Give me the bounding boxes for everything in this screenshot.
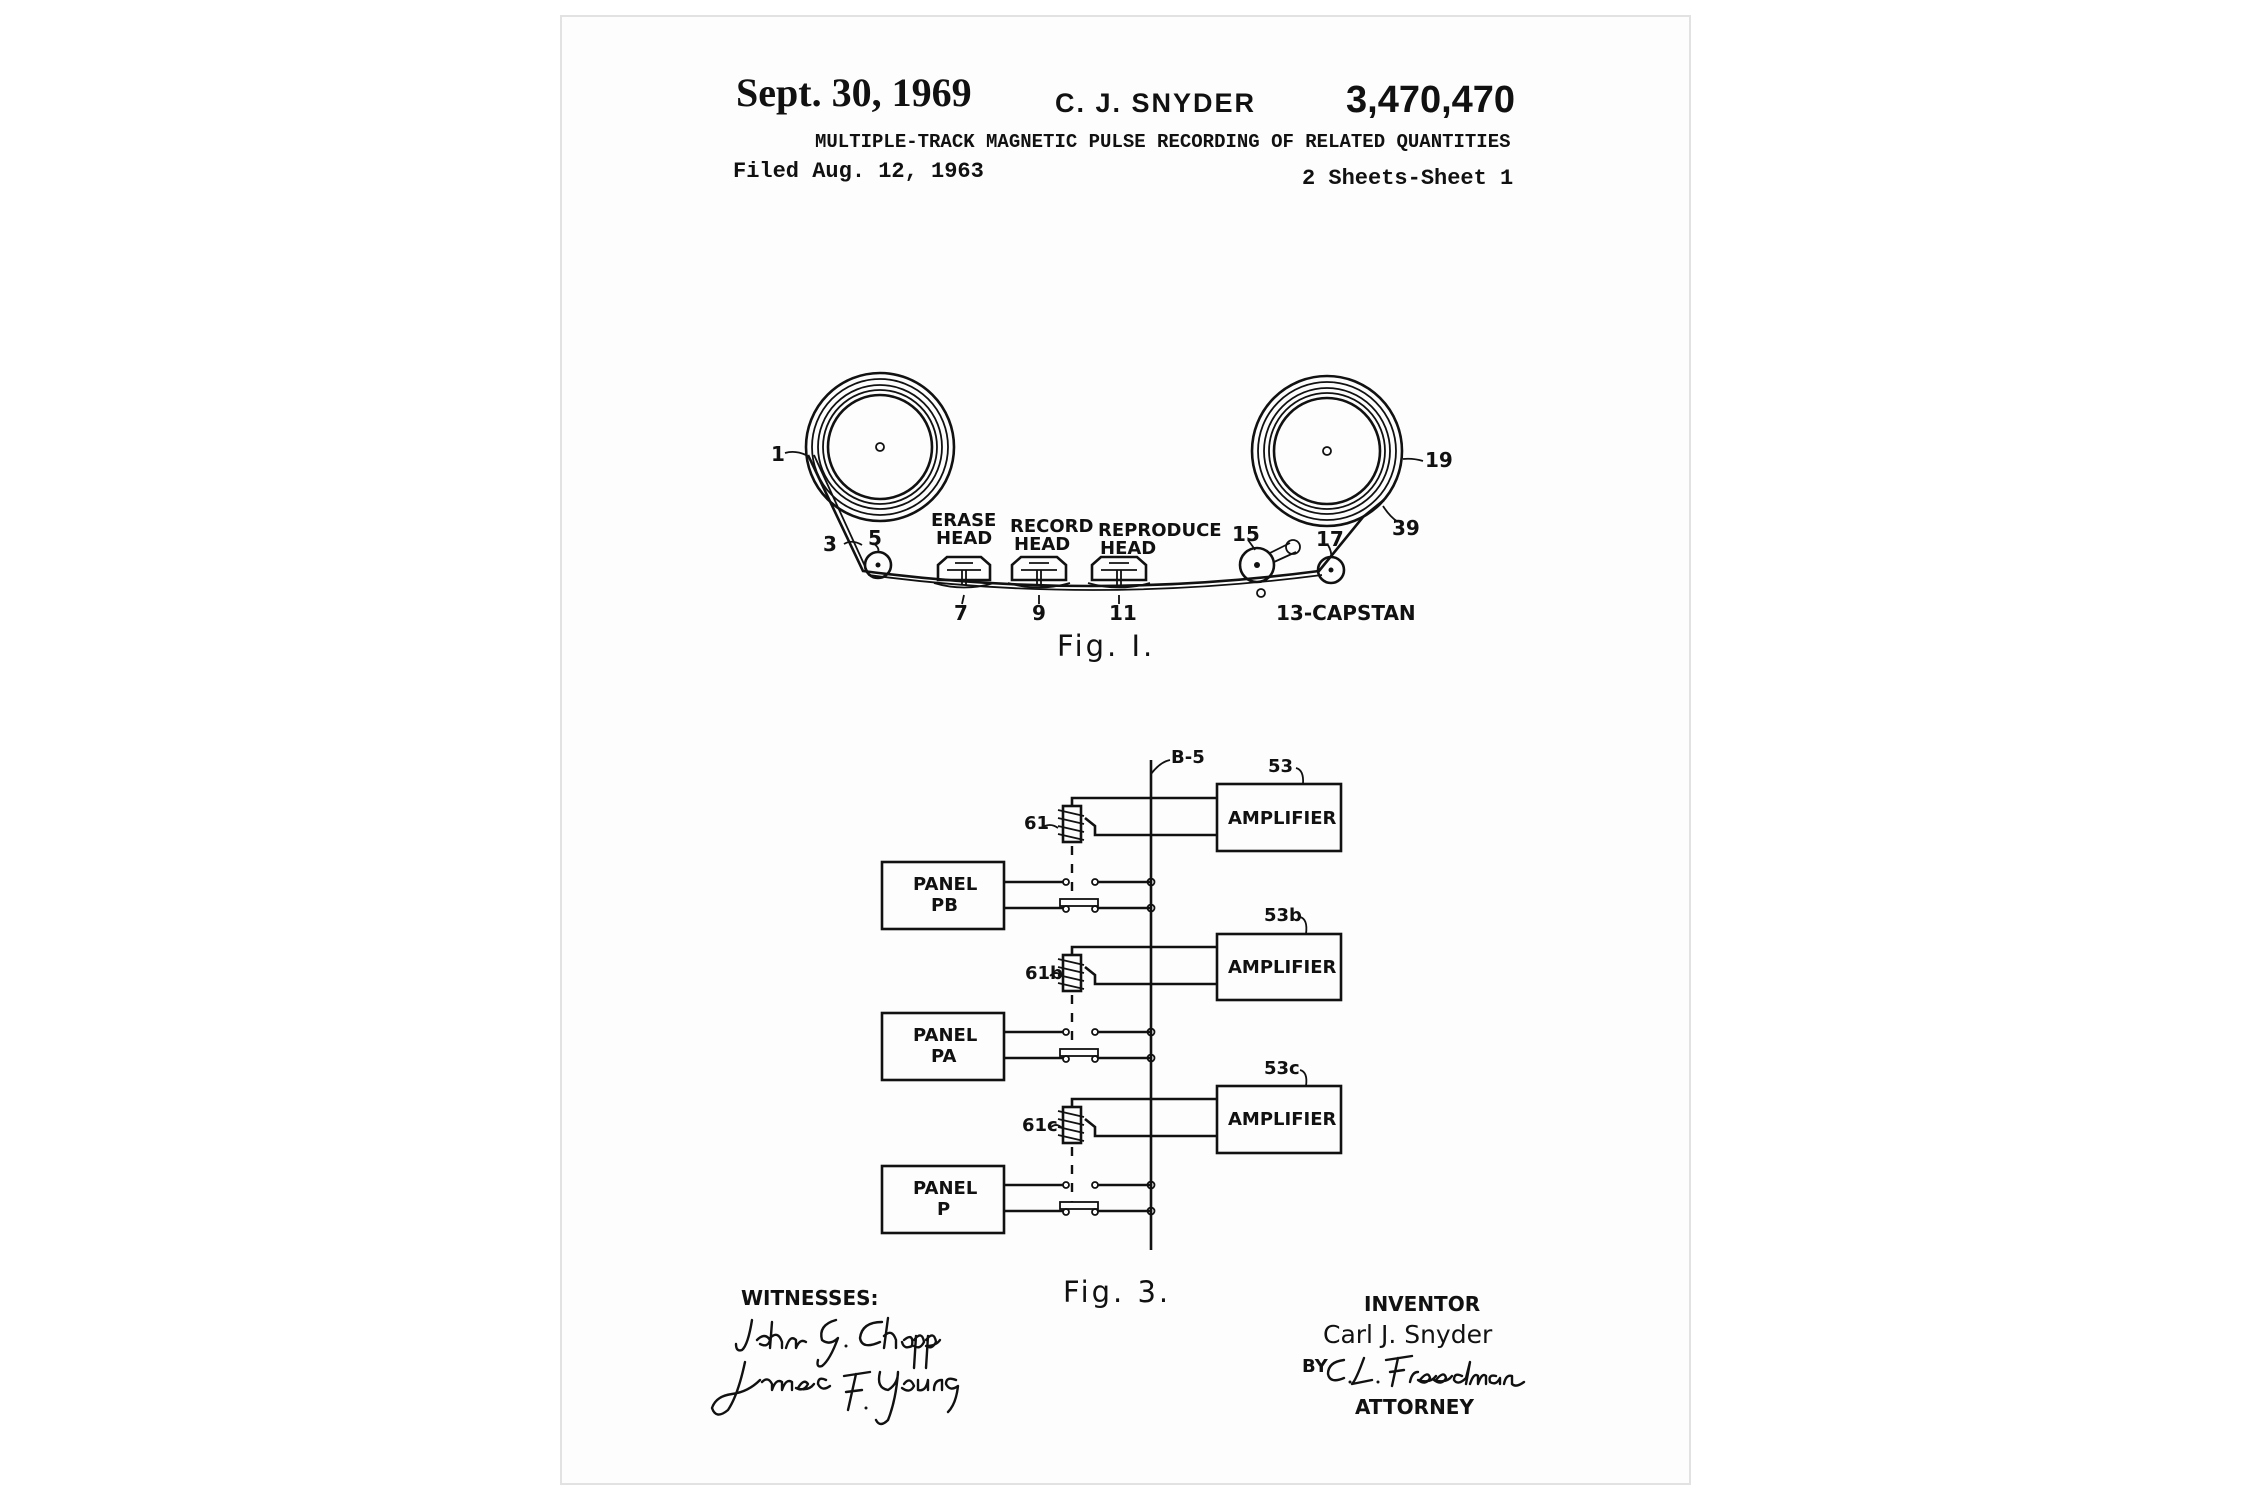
ref-7-label: 7	[954, 601, 968, 625]
relay-61c-ref: 61c	[1022, 1115, 1058, 1136]
reproduce-head	[1087, 555, 1151, 589]
capstan-label: 13-CAPSTAN	[1276, 601, 1416, 625]
panel-pa	[880, 1011, 1006, 1082]
erase-head-label-line2: HEAD	[936, 528, 992, 549]
relay-61-ref: 61	[1024, 813, 1049, 834]
patent-number: 3,470,470	[1346, 79, 1515, 121]
panel-pa-label-line1: PANEL	[913, 1025, 977, 1046]
amplifier-53c-label: AMPLIFIER	[1228, 1109, 1336, 1130]
amplifier-53c	[1215, 1084, 1343, 1155]
ref-17-label: 17	[1316, 527, 1344, 551]
attorney-signature	[1326, 1354, 1526, 1388]
panel-p-label-line2: P	[937, 1199, 950, 1220]
channel-1: AMPLIFIER 53 61 PANEL PB	[880, 756, 1343, 931]
panel-pb	[880, 860, 1006, 931]
bus-label: B-5	[1171, 747, 1205, 768]
record-head-label-line2: HEAD	[1014, 534, 1070, 555]
figure-3-circuit: B-5 AMPLIFIER 53 61 PANEL PB	[880, 747, 1343, 1309]
ref-3-label: 3	[823, 532, 837, 556]
ref-5-label: 5	[868, 526, 882, 550]
panel-p	[880, 1164, 1006, 1235]
patent-header: Sept. 30, 1969 C. J. SNYDER 3,470,470 MU…	[733, 70, 1515, 191]
erase-head-label-line1: ERASE	[931, 510, 996, 531]
witness-signature-1	[734, 1316, 942, 1370]
record-head	[1007, 555, 1071, 589]
panel-pb-label-line1: PANEL	[913, 874, 977, 895]
amplifier-53-label: AMPLIFIER	[1228, 808, 1336, 829]
paper-sheet	[560, 15, 1691, 1485]
amplifier-53b	[1215, 932, 1343, 1002]
ref-39-label: 39	[1392, 516, 1420, 540]
takeup-reel	[1250, 374, 1404, 528]
inventor-label: INVENTOR	[1364, 1292, 1480, 1316]
patent-filed-date: Filed Aug. 12, 1963	[733, 159, 984, 184]
channel-2: AMPLIFIER 53b 61b PANEL PA	[880, 905, 1343, 1082]
erase-head	[933, 555, 995, 589]
reproduce-head-label-line2: HEAD	[1100, 538, 1156, 559]
witnesses-label: WITNESSES:	[741, 1286, 879, 1310]
amplifier-53c-ref: 53c	[1264, 1058, 1300, 1079]
figure-3-caption: Fig. 3.	[1063, 1275, 1171, 1309]
channel-3: AMPLIFIER 53c 61c PANEL P	[880, 1058, 1343, 1235]
ref-19-label: 19	[1425, 448, 1453, 472]
ref-11-label: 11	[1109, 601, 1137, 625]
by-label: BY	[1302, 1356, 1329, 1377]
relay-61b-ref: 61b	[1025, 963, 1063, 984]
supply-reel	[804, 371, 956, 523]
witness-signature-2	[710, 1360, 960, 1426]
amplifier-53b-ref: 53b	[1264, 905, 1302, 926]
ref-15-label: 15	[1232, 522, 1260, 546]
ref-9-label: 9	[1032, 601, 1046, 625]
panel-pb-label-line2: PB	[931, 895, 958, 916]
figure-1-tape-transport: 1 3 5 7 9 11 15 17 19 39 13-CAPSTAN ERAS…	[771, 371, 1453, 663]
patent-footer: WITNESSES:	[710, 1286, 1526, 1426]
ref-1-label: 1	[771, 442, 785, 466]
panel-pa-label-line2: PA	[931, 1046, 957, 1067]
panel-p-label-line1: PANEL	[913, 1178, 977, 1199]
amplifier-53b-label: AMPLIFIER	[1228, 957, 1336, 978]
reproduce-head-label-line1: REPRODUCE	[1098, 520, 1222, 541]
amplifier-53	[1215, 782, 1343, 853]
patent-inventor-header: C. J. SNYDER	[1055, 88, 1256, 118]
inventor-name: Carl J. Snyder	[1323, 1320, 1493, 1349]
capstan	[1256, 588, 1266, 598]
pinch-roller-15	[1238, 539, 1301, 584]
amplifier-53-ref: 53	[1268, 756, 1293, 777]
attorney-label: ATTORNEY	[1355, 1395, 1474, 1419]
patent-sheets: 2 Sheets-Sheet 1	[1302, 166, 1513, 191]
figure-1-caption: Fig. I.	[1057, 629, 1155, 663]
patent-title: MULTIPLE-TRACK MAGNETIC PULSE RECORDING …	[815, 131, 1511, 153]
patent-date: Sept. 30, 1969	[736, 70, 972, 115]
record-head-label-line1: RECORD	[1010, 516, 1093, 537]
